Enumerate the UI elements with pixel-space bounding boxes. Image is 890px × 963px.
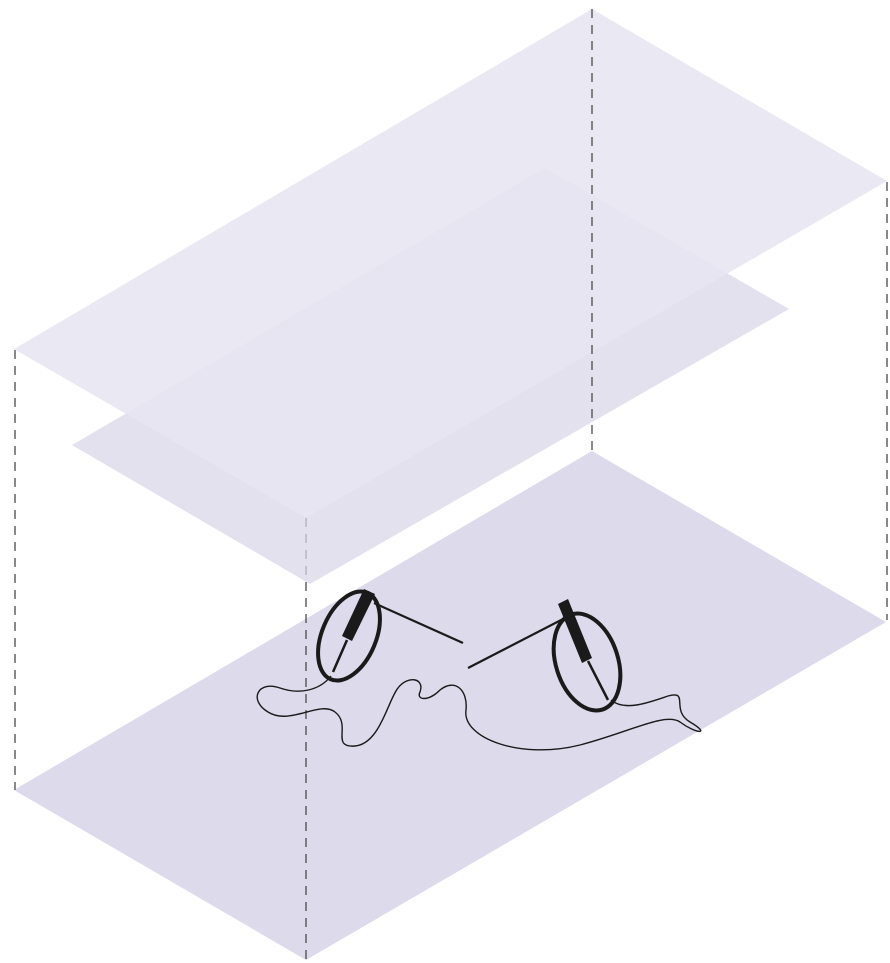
bottom-plane bbox=[14, 451, 886, 960]
